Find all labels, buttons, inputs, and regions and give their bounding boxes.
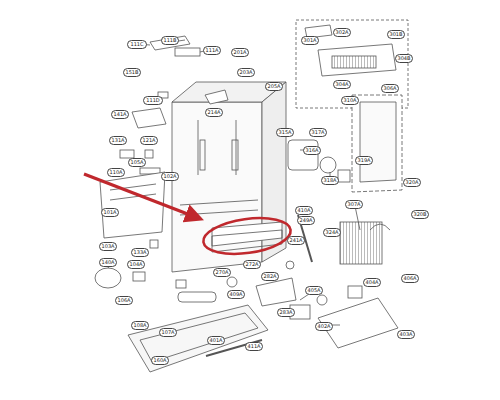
callout-number: 319A bbox=[355, 156, 374, 165]
callout-number: 301B bbox=[387, 30, 406, 39]
callout-number: 304A bbox=[333, 80, 352, 89]
callout-number: 402A bbox=[315, 322, 334, 331]
callout-number: 101A bbox=[101, 208, 120, 217]
callout-number: 110A bbox=[107, 168, 126, 177]
callout-number: 203A bbox=[237, 68, 256, 77]
callout-number: 160A bbox=[151, 356, 170, 365]
callout-number: 249A bbox=[297, 216, 316, 225]
callout-number: 111B bbox=[161, 36, 180, 45]
callout-number: 316A bbox=[303, 146, 322, 155]
callout-number: 201A bbox=[231, 48, 250, 57]
callout-number: 401A bbox=[207, 336, 226, 345]
callout-number: 306A bbox=[381, 84, 400, 93]
callout-number: 304B bbox=[395, 54, 414, 63]
callout-number: 406A bbox=[401, 274, 420, 283]
callout-number: 104A bbox=[127, 260, 146, 269]
callout-number: 105A bbox=[128, 158, 147, 167]
callout-number: 121A bbox=[140, 136, 159, 145]
callout-number: 241A bbox=[287, 236, 306, 245]
callout-number: 140A bbox=[99, 258, 118, 267]
callout-number: 410A bbox=[295, 206, 314, 215]
callout-number: 111C bbox=[127, 40, 146, 49]
callout-number: 141A bbox=[111, 110, 130, 119]
callout-number: 283A bbox=[277, 308, 296, 317]
callout-number: 133A bbox=[131, 248, 150, 257]
callout-number: 302A bbox=[333, 28, 352, 37]
callout-number: 403A bbox=[397, 330, 416, 339]
callout-number: 405A bbox=[305, 286, 324, 295]
callout-number: 320B bbox=[411, 210, 430, 219]
callout-number: 151B bbox=[123, 68, 142, 77]
callout-number: 214A bbox=[205, 108, 224, 117]
callout-number: 106A bbox=[115, 296, 134, 305]
callout-number: 272A bbox=[243, 260, 262, 269]
callout-number: 315A bbox=[276, 128, 295, 137]
callout-number: 301A bbox=[301, 36, 320, 45]
callout-number: 317A bbox=[309, 128, 328, 137]
callout-number: 307A bbox=[345, 200, 364, 209]
callout-number: 205A bbox=[265, 82, 284, 91]
callout-number: 111D bbox=[143, 96, 162, 105]
callout-number: 282A bbox=[261, 272, 280, 281]
callout-number: 107A bbox=[159, 328, 178, 337]
callout-number: 103A bbox=[99, 242, 118, 251]
callout-number: 409A bbox=[227, 290, 246, 299]
callout-number: 324A bbox=[323, 228, 342, 237]
callout-number: 404A bbox=[363, 278, 382, 287]
callout-number: 108A bbox=[131, 321, 150, 330]
callout-number: 102A bbox=[161, 172, 180, 181]
callout-number: 318A bbox=[321, 176, 340, 185]
callout-number: 111A bbox=[203, 46, 222, 55]
callout-number: 320A bbox=[403, 178, 422, 187]
callout-number: 411A bbox=[245, 342, 264, 351]
callout-number: 310A bbox=[341, 96, 360, 105]
callout-number: 270A bbox=[213, 268, 232, 277]
callout-number: 131A bbox=[109, 136, 128, 145]
